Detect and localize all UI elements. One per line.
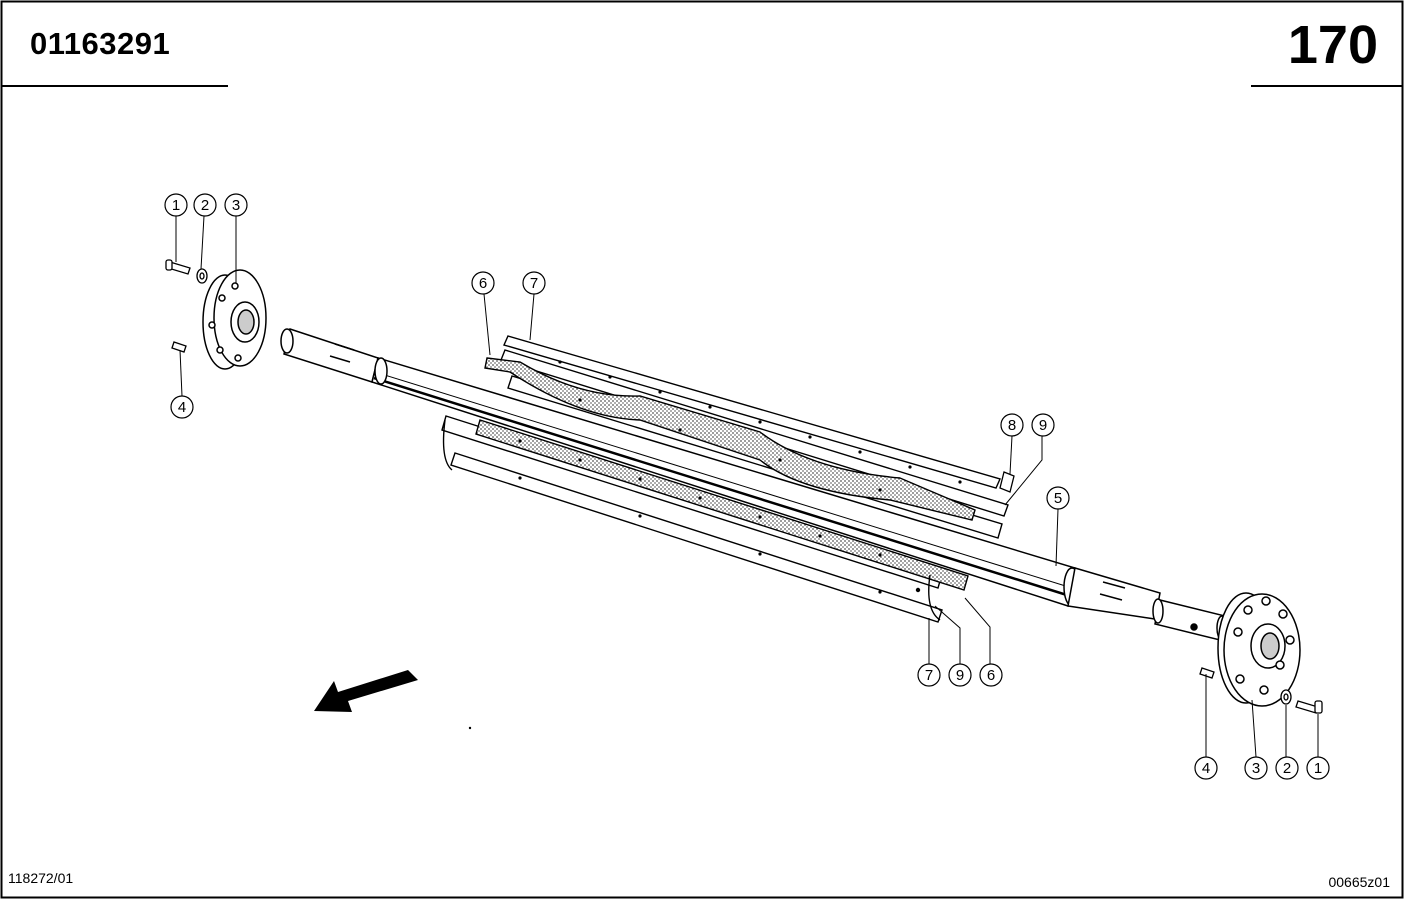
callout-3-right-label: 3 [1252, 760, 1260, 777]
callout-8-label: 8 [1008, 417, 1016, 434]
drawing-reference: 118272/01 [8, 870, 74, 886]
callout-6-bottom-label: 6 [987, 667, 995, 684]
callout-1-right: 1 [1306, 756, 1330, 780]
shaft [280, 328, 1228, 641]
leader-lines [175, 215, 1319, 758]
callout-2-left-label: 2 [201, 197, 209, 214]
callout-5: 5 [1046, 486, 1070, 510]
callout-4-left: 4 [170, 395, 194, 419]
callout-1-left-label: 1 [172, 197, 180, 214]
callout-4-right-label: 4 [1202, 760, 1210, 777]
callout-9-bottom-label: 9 [956, 667, 964, 684]
callout-3-left-label: 3 [232, 197, 240, 214]
page-number: 170 [1287, 15, 1378, 75]
left-small-parts [165, 259, 208, 353]
callout-5-label: 5 [1054, 490, 1062, 507]
callout-9-top: 9 [1031, 413, 1055, 437]
upper-rasp-bar [484, 335, 1009, 539]
callout-6-top: 6 [471, 271, 495, 295]
callout-4-right: 4 [1194, 756, 1218, 780]
right-flange [1217, 592, 1301, 707]
callout-3-right: 3 [1244, 756, 1268, 780]
callout-9-top-label: 9 [1039, 417, 1047, 434]
callout-2-right: 2 [1275, 756, 1299, 780]
right-small-parts [1199, 667, 1323, 714]
direction-arrow [314, 670, 418, 712]
part-number: 01163291 [30, 26, 171, 61]
callout-4-left-label: 4 [178, 399, 186, 416]
callout-7-top-label: 7 [530, 275, 538, 292]
callout-2-right-label: 2 [1283, 760, 1291, 777]
callout-7-bottom-label: 7 [925, 667, 933, 684]
callout-1-left: 1 [164, 193, 188, 217]
callout-9-bottom: 9 [948, 663, 972, 687]
image-reference: 00665z01 [1328, 874, 1390, 890]
callout-8: 8 [1000, 413, 1024, 437]
callout-6-bottom: 6 [979, 663, 1003, 687]
lower-rasp-bar [441, 415, 969, 623]
callout-7-bottom: 7 [917, 663, 941, 687]
speck [468, 726, 472, 730]
top-bolt [999, 471, 1015, 493]
callout-7-top: 7 [522, 271, 546, 295]
callout-2-left: 2 [193, 193, 217, 217]
callout-1-right-label: 1 [1314, 760, 1322, 777]
callout-3-left: 3 [224, 193, 248, 217]
callout-6-top-label: 6 [479, 275, 487, 292]
left-flange [202, 269, 267, 370]
